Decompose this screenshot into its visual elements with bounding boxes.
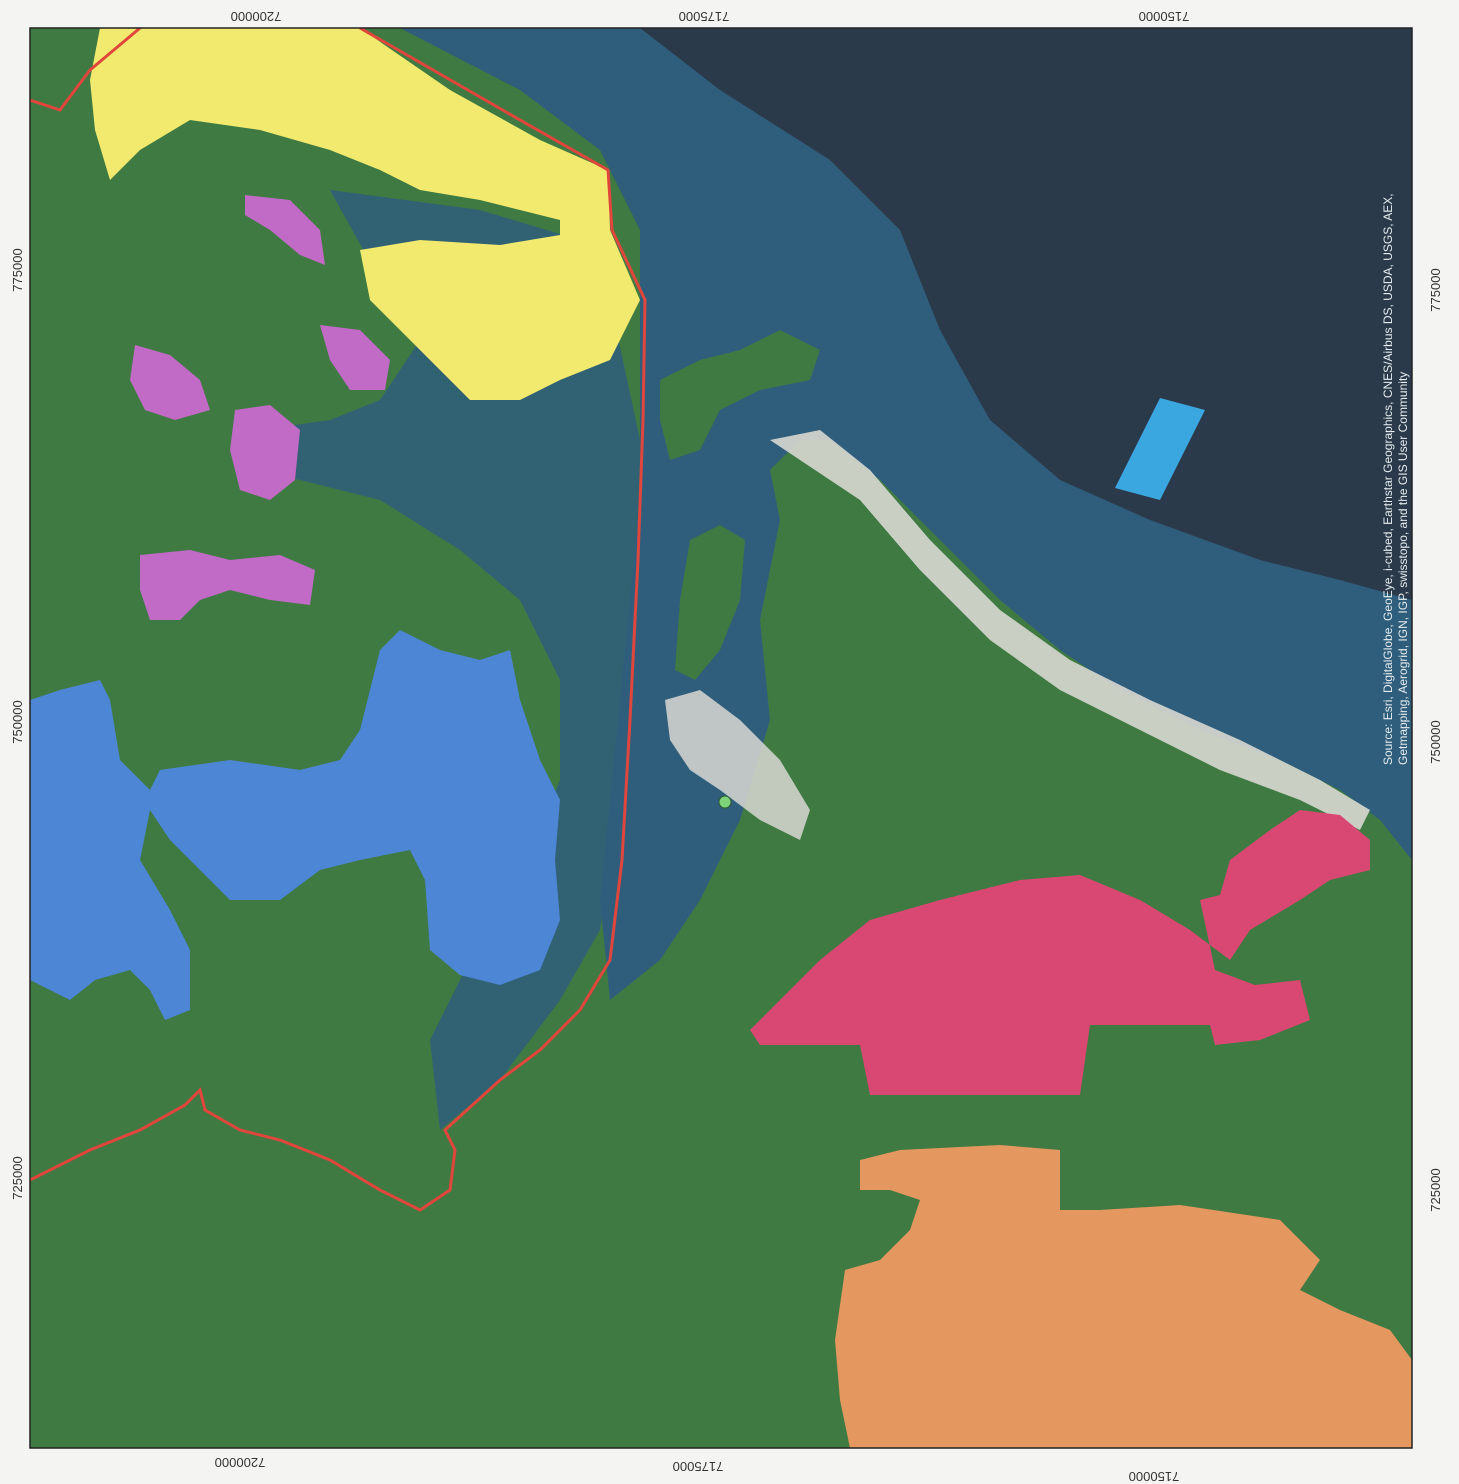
top-label-1: 7200000: [231, 9, 282, 24]
right-label-3: 725000: [1428, 1168, 1443, 1211]
zone-crimson: [750, 810, 1370, 1095]
left-label-3: 725000: [10, 1156, 25, 1199]
point-marker: [718, 795, 732, 809]
boundary-line: [30, 28, 647, 1212]
zone-blue: [30, 630, 560, 1020]
top-grid-labels: 7200000 7175000 7150000: [231, 9, 1190, 24]
zone-magenta-3: [130, 345, 210, 420]
bottom-label-1: 7200000: [215, 1455, 266, 1470]
zone-orange: [835, 1145, 1412, 1448]
top-label-2: 7175000: [679, 9, 730, 24]
right-label-2: 750000: [1428, 720, 1443, 763]
left-label-1: 775000: [10, 248, 25, 291]
attribution: Source: Esri, DigitalGlobe, GeoEye, i-cu…: [1381, 193, 1410, 765]
bottom-grid-labels: 7200000 7175000 7150000: [215, 1455, 1180, 1484]
zone-magenta-1: [245, 195, 325, 265]
island-mid: [675, 525, 745, 680]
map-frame: [29, 27, 1413, 1449]
sand-patch: [665, 690, 810, 840]
zone-cyan: [1115, 398, 1205, 500]
right-grid-labels: 775000 750000 725000: [1428, 268, 1443, 1211]
zone-magenta-2: [320, 325, 390, 390]
attribution-line-1: Source: Esri, DigitalGlobe, GeoEye, i-cu…: [1381, 193, 1395, 765]
bottom-label-3: 7150000: [1129, 1469, 1180, 1484]
attribution-line-2: Getmapping, Aerogrid, IGN, IGP, swisstop…: [1396, 372, 1410, 765]
top-label-3: 7150000: [1139, 9, 1190, 24]
zone-magenta-4: [230, 405, 300, 500]
zone-yellow: [90, 28, 640, 400]
left-grid-labels: 775000 750000 725000: [10, 248, 25, 1199]
right-label-1: 775000: [1428, 268, 1443, 311]
zone-magenta-5: [140, 550, 315, 620]
left-label-2: 750000: [10, 700, 25, 743]
island-north: [660, 330, 820, 460]
bottom-label-2: 7175000: [673, 1459, 724, 1474]
beach-strip: [770, 430, 1370, 830]
map-canvas: Source: Esri, DigitalGlobe, GeoEye, i-cu…: [30, 28, 1412, 1448]
